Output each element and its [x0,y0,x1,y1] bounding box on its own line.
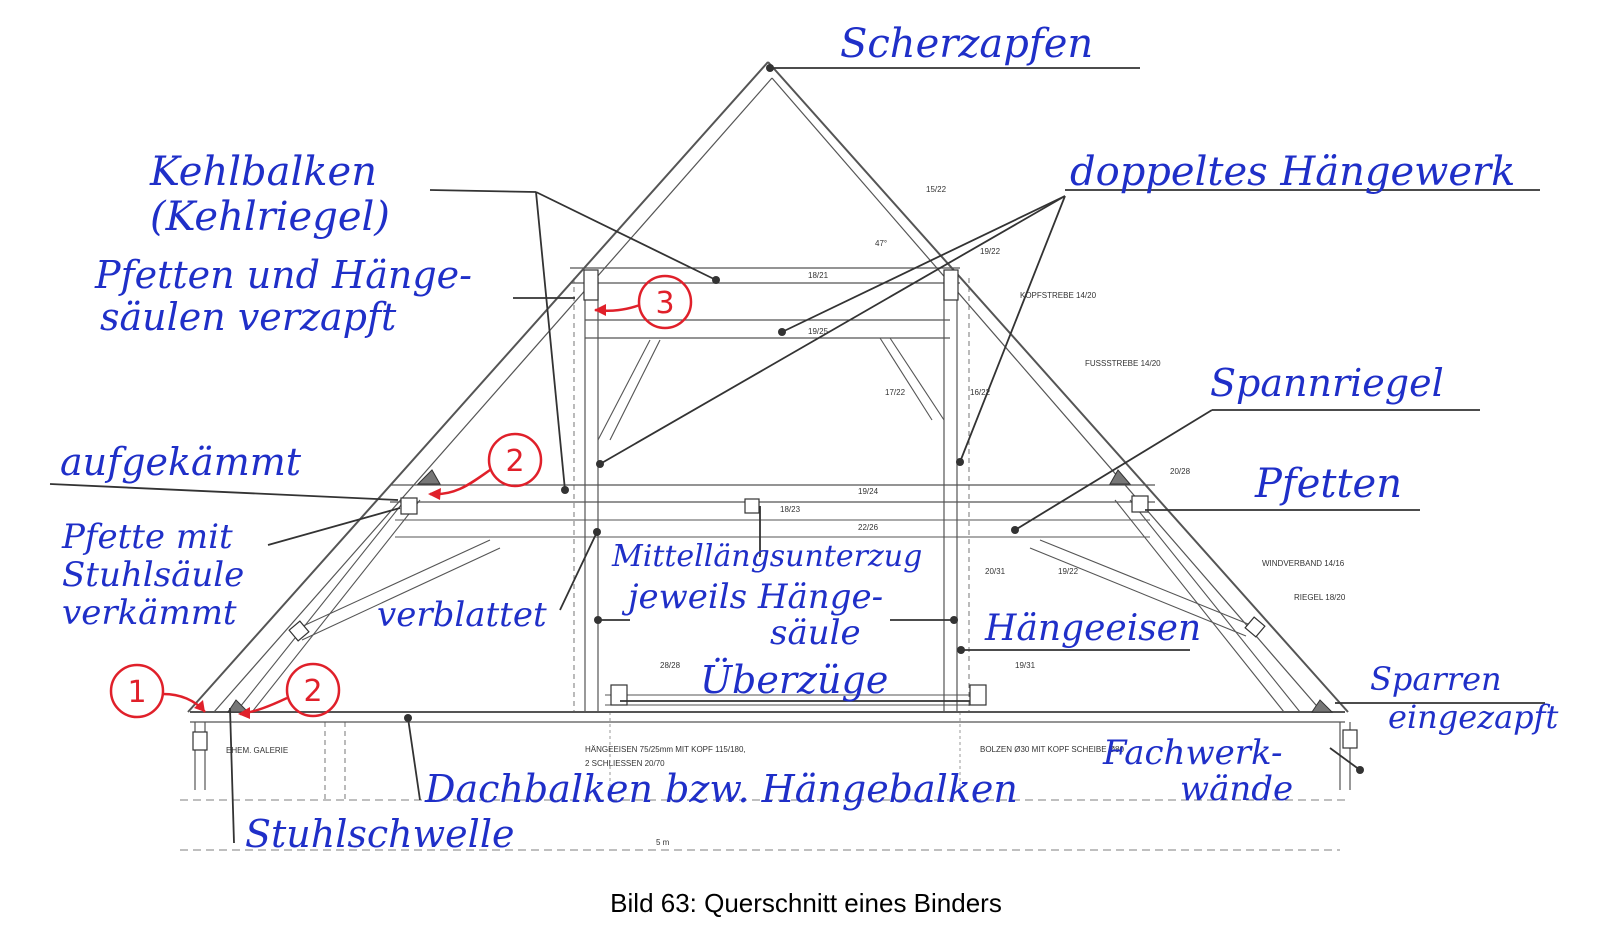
handwritten-labels: Scherzapfen Kehlbalken (Kehlriegel) dopp… [60,21,1558,856]
label-mittellaengsunterzug-3: säule [770,613,861,653]
scale-label: 5 m [656,838,670,847]
label-pfetten: Pfetten [1254,461,1402,507]
marker-3: 3 [655,286,674,321]
leader-lines [49,67,1545,844]
dim-22-26: 22/26 [858,523,879,532]
truss-drawing: 15/22 47° 18/21 19/22 KOPFSTREBE 14/20 1… [49,21,1558,856]
label-pfette-mit-3: verkämmt [62,593,237,633]
dim-19-22: 19/22 [980,247,1001,256]
label-haengeeisen-spec-2: 2 SCHLIESSEN 20/70 [585,759,665,768]
leader-dots [404,64,1364,774]
label-bolzen: BOLZEN Ø30 MIT KOPF SCHEIBE Ø80 [980,745,1124,754]
dim-angle-47: 47° [875,239,887,248]
label-aufgekaemmt: aufgekämmt [60,440,302,484]
marker-2b: 2 [505,444,524,479]
label-kopfstrebe: KOPFSTREBE 14/20 [1020,291,1097,300]
dim-19-22b: 19/22 [1058,567,1079,576]
dim-19-31: 19/31 [1015,661,1036,670]
label-mittellaengsunterzug-2: jeweils Hänge- [621,577,883,617]
label-stuhlschwelle: Stuhlschwelle [245,812,514,856]
label-mittellaengsunterzug-1: Mittellängsunterzug [611,539,922,574]
label-fachwerk-2: wände [1180,769,1293,809]
purlin-sections [192,269,1358,751]
label-scherzapfen: Scherzapfen [840,21,1093,67]
label-ehem-galerie: EHEM. GALERIE [226,746,288,755]
label-sparren-2: eingezapft [1388,698,1558,736]
marker-1: 1 [127,675,146,710]
label-pfette-mit-1: Pfette mit [61,517,233,557]
label-pfetten-verzapft-2: säulen verzapft [100,295,397,339]
dim-19-25: 19/25 [808,327,829,336]
dim-18-21: 18/21 [808,271,829,280]
label-haengeeisen: Hängeeisen [984,608,1201,649]
truss-structure [180,61,1351,851]
dim-18-23: 18/23 [780,505,801,514]
dim-20-31: 20/31 [985,567,1006,576]
dim-28-28: 28/28 [660,661,681,670]
label-pfette-mit-2: Stuhlsäule [62,555,244,595]
label-windverband: WINDVERBAND 14/16 [1262,559,1345,568]
label-doppeltes-haengewerk: doppeltes Hängewerk [1070,149,1515,195]
printed-dimensions: 15/22 47° 18/21 19/22 KOPFSTREBE 14/20 1… [226,185,1346,847]
purlin-triangles [227,469,1334,713]
label-pfetten-verzapft-1: Pfetten und Hänge- [94,253,472,297]
label-verblattet: verblattet [377,595,547,635]
dim-16-22: 16/22 [970,388,991,397]
label-spannriegel: Spannriegel [1210,361,1444,405]
label-fachwerk-1: Fachwerk- [1102,733,1282,773]
label-riegel: RIEGEL 18/20 [1294,593,1346,602]
label-ueberzuege: Überzüge [700,658,888,702]
figure-caption: Bild 63: Querschnitt eines Binders [610,888,1002,918]
label-kehlriegel: (Kehlriegel) [150,194,390,240]
label-dachbalken: Dachbalken bzw. Hängebalken [424,767,1018,811]
dim-15-22: 15/22 [926,185,947,194]
label-sparren-1: Sparren [1370,660,1502,698]
label-fussstrebe: FUSSSTREBE 14/20 [1085,359,1161,368]
marker-2a: 2 [303,674,322,709]
red-markers: 1 2 2 3 [109,274,693,719]
label-kehlbalken: Kehlbalken [149,149,377,195]
dim-19-24: 19/24 [858,487,879,496]
dim-17-22: 17/22 [885,388,906,397]
label-haengeeisen-spec-1: HÄNGEEISEN 75/25mm MIT KOPF 115/180, [585,745,746,754]
dim-20-28: 20/28 [1170,467,1191,476]
